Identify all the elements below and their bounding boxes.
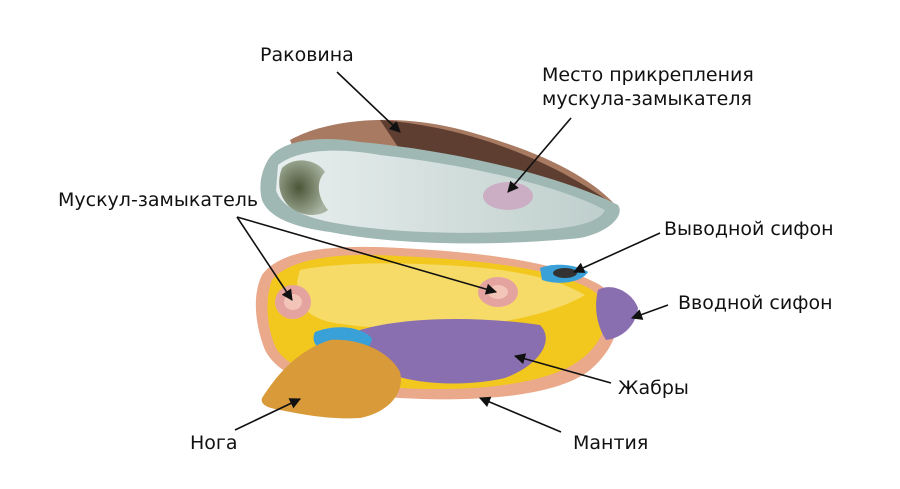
label-muscle-attachment-line1: Место прикрепления xyxy=(542,64,754,86)
label-adductor-muscle: Мускул-замыкатель xyxy=(58,189,259,211)
label-exhalant-siphon: Выводной сифон xyxy=(664,218,834,240)
label-foot: Нога xyxy=(190,432,238,454)
inhalant-siphon xyxy=(596,287,638,340)
gills xyxy=(356,318,546,384)
attachment-scar xyxy=(483,182,533,210)
label-inhalant-siphon: Вводной сифон xyxy=(678,292,833,314)
label-mantle: Мантия xyxy=(573,432,649,454)
label-shell: Раковина xyxy=(260,44,354,66)
clam-body xyxy=(255,246,638,419)
shell xyxy=(260,119,620,244)
label-gills: Жабры xyxy=(618,377,689,399)
leader-lines xyxy=(234,71,669,433)
label-muscle-attachment-line2: мускула-замыкателя xyxy=(542,88,752,110)
